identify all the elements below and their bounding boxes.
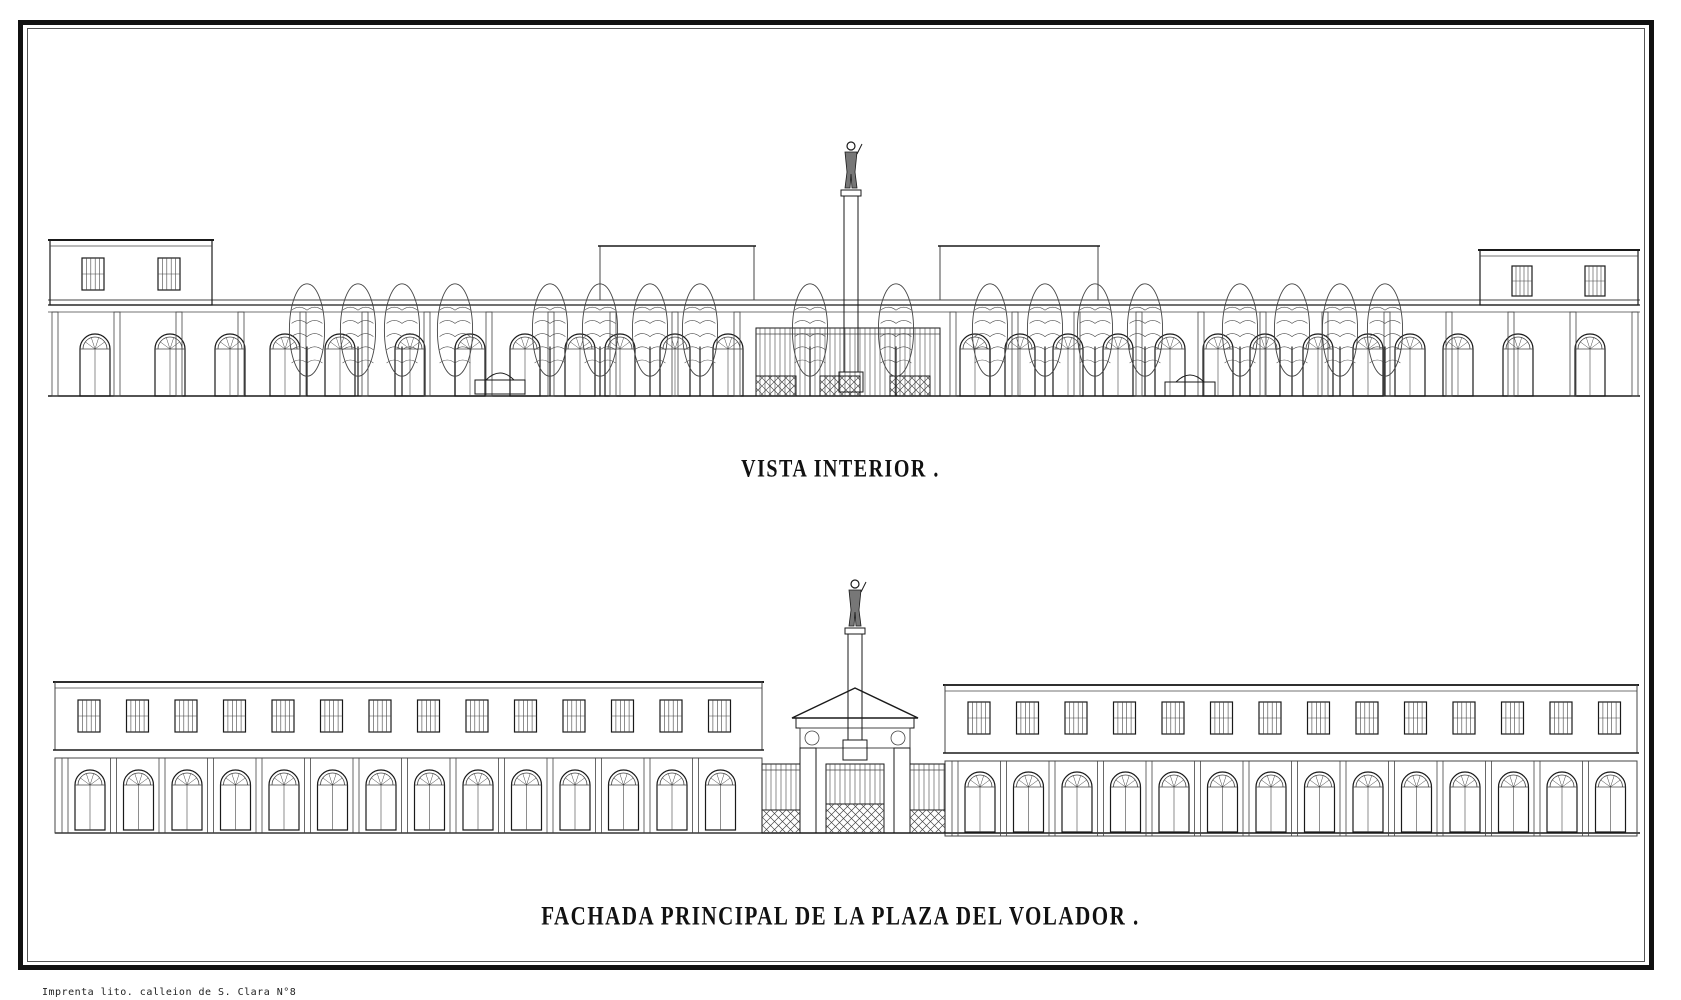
- main-facade-elevation: [53, 579, 1640, 837]
- tree: [531, 283, 569, 396]
- tree: [383, 283, 421, 396]
- statue-column: [842, 579, 868, 761]
- tree: [339, 283, 377, 396]
- relief-right: [890, 730, 906, 746]
- fountain: [485, 372, 515, 381]
- interior-view-elevation: [48, 141, 1640, 397]
- statue-column: [838, 141, 864, 393]
- relief-left: [804, 730, 820, 746]
- tree: [1076, 283, 1114, 396]
- pediment: [791, 687, 919, 719]
- tree: [971, 283, 1009, 396]
- fountain: [1175, 374, 1205, 383]
- tree: [791, 283, 829, 396]
- tree: [581, 283, 619, 396]
- main-facade-caption: FACHADA PRINCIPAL DE LA PLAZA DEL VOLADO…: [541, 900, 1140, 931]
- tree: [1321, 283, 1359, 396]
- tree: [288, 283, 326, 396]
- interior-view-caption: VISTA INTERIOR .: [741, 455, 940, 483]
- inner-border: [27, 28, 1645, 962]
- outer-border: [18, 20, 1654, 970]
- tree: [1026, 283, 1064, 396]
- tree: [1273, 283, 1311, 396]
- tree: [631, 283, 669, 396]
- tree: [436, 283, 474, 396]
- tree: [681, 283, 719, 396]
- tree: [1221, 283, 1259, 396]
- tree: [877, 283, 915, 396]
- tree: [1366, 283, 1404, 396]
- tree: [1126, 283, 1164, 396]
- printer-imprint: Imprenta lito. calleion de S. Clara N°8: [42, 987, 297, 998]
